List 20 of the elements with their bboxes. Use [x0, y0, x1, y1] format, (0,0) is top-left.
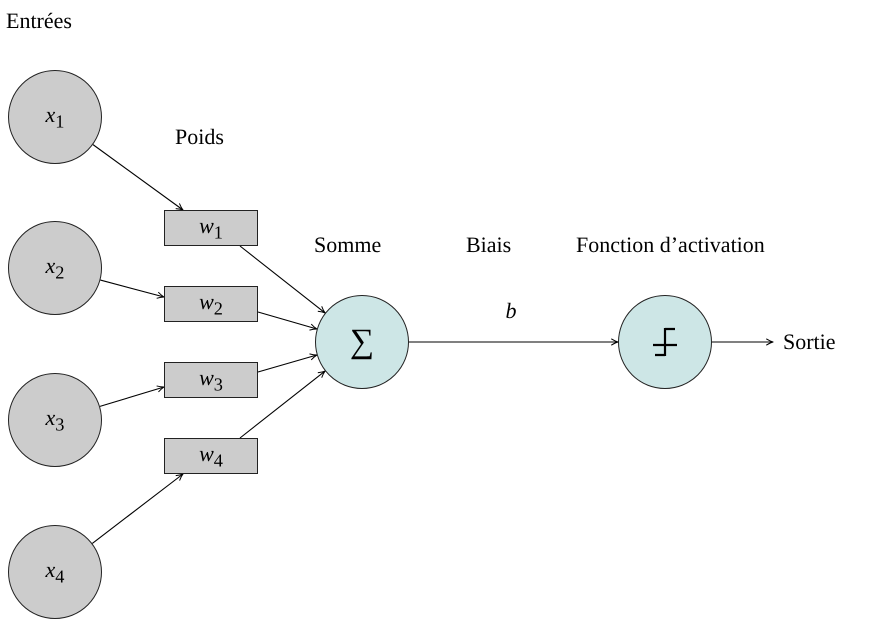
- section-heading: Fonction d’activation: [576, 232, 765, 258]
- variable-label: w$_{1}$: [199, 212, 223, 244]
- variable-label: x$_{3}$: [46, 404, 64, 436]
- output-label: Sortie: [783, 329, 836, 355]
- weight-box: [164, 210, 258, 246]
- weight-box: [164, 362, 258, 398]
- weight-box: [164, 286, 258, 322]
- weight-box: [164, 438, 258, 474]
- variable-label: x$_{4}$: [46, 556, 64, 588]
- section-heading: Biais: [466, 232, 512, 258]
- variable-label: w$_{2}$: [199, 288, 223, 320]
- section-heading: Poids: [175, 124, 224, 150]
- variable-label: w$_{4}$: [199, 440, 223, 472]
- sigma-symbol: ∑: [350, 323, 374, 361]
- variable-label: x$_{1}$: [46, 102, 64, 132]
- input-group-label: Entrées: [6, 8, 72, 34]
- variable-label: w$_{3}$: [199, 364, 223, 396]
- edge-label: b: [506, 298, 516, 324]
- variable-label: x$_{2}$: [46, 252, 64, 284]
- section-heading: Somme: [314, 232, 382, 258]
